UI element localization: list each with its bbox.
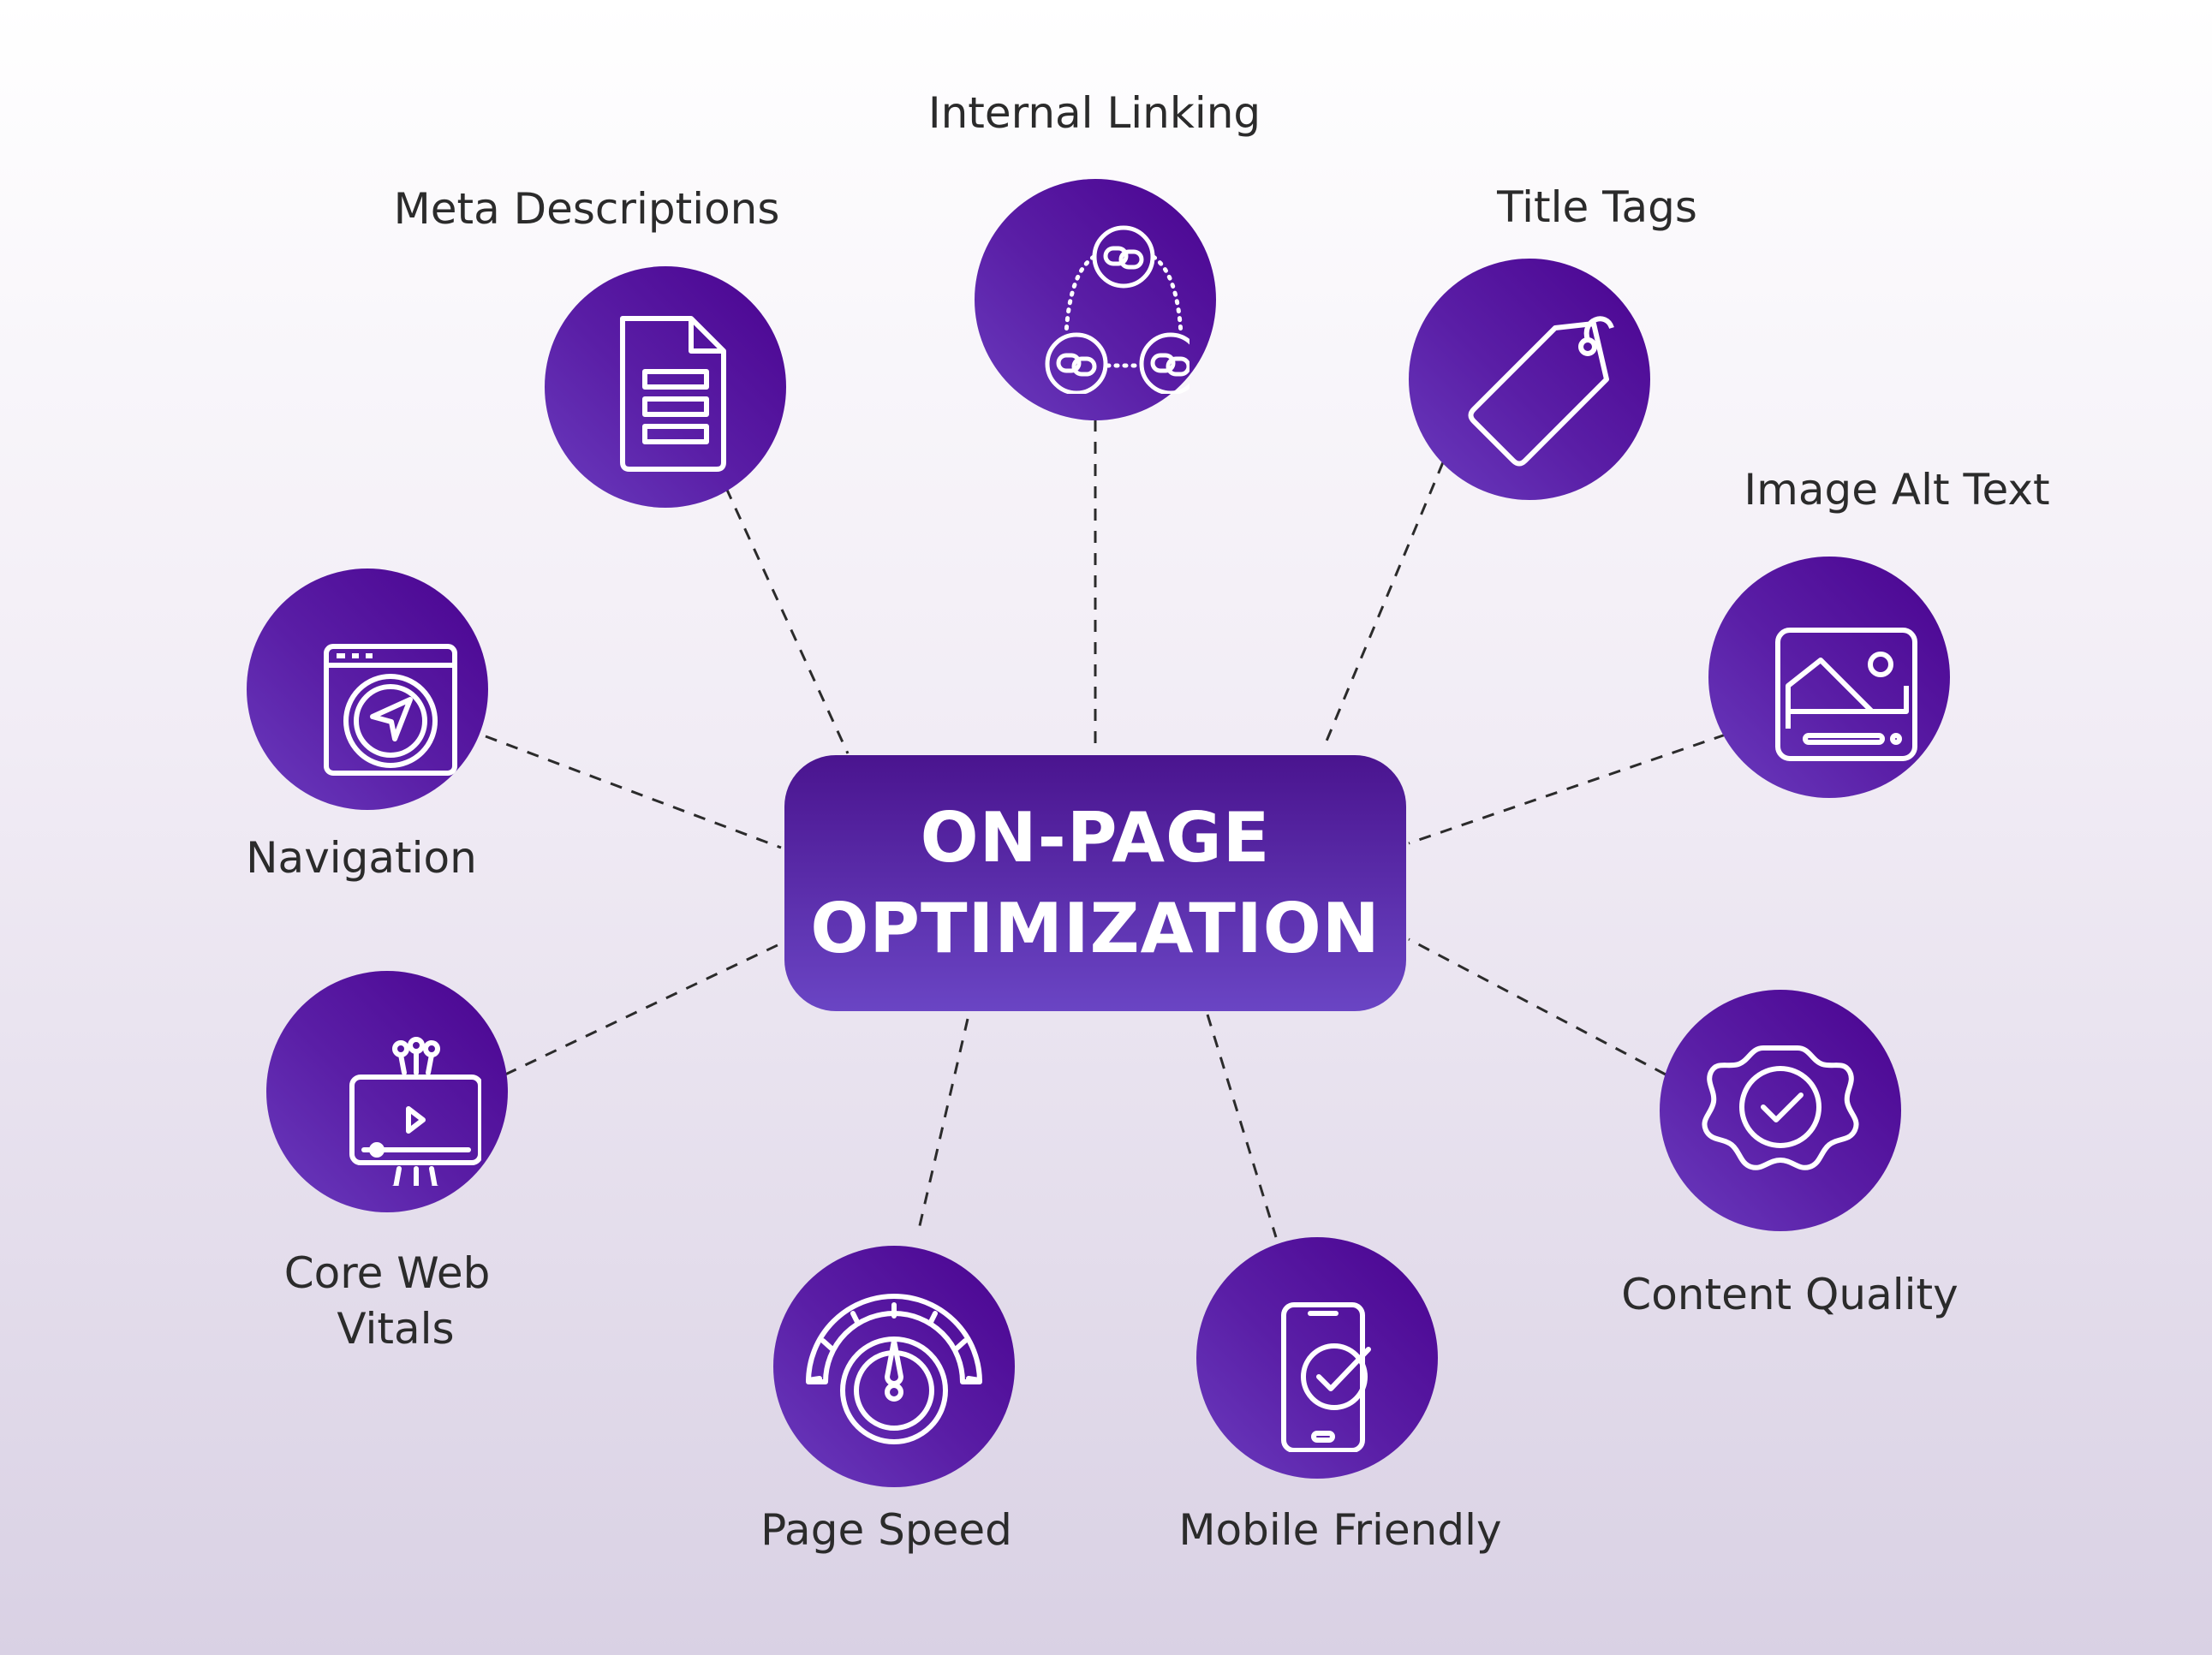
image-icon: [1775, 628, 1917, 761]
label-mobile-friendly: Mobile Friendly: [1178, 1505, 1502, 1555]
navigation-browser-icon: [324, 644, 457, 776]
node-navigation: [247, 569, 488, 810]
label-internal-linking: Internal Linking: [927, 88, 1261, 138]
video-player-icon: [349, 1037, 481, 1186]
connector-page-speed: [916, 1018, 969, 1234]
node-content-quality: [1660, 990, 1901, 1231]
node-page-speed: [773, 1246, 1015, 1487]
hub-title-line1: ON-PAGE: [920, 797, 1271, 878]
label-meta-descriptions: Meta Descriptions: [393, 184, 780, 234]
label-core-web-vitals-line1: Core Web: [283, 1248, 491, 1298]
quality-badge-icon: [1702, 1045, 1859, 1170]
hub-title-line2: OPTIMIZATION: [810, 888, 1380, 968]
speedometer-icon: [806, 1294, 982, 1444]
connector-meta-descriptions: [724, 487, 850, 754]
hub-on-page-optimization: ON-PAGE OPTIMIZATION: [784, 755, 1406, 1011]
label-navigation: Navigation: [246, 833, 477, 883]
label-content-quality: Content Quality: [1621, 1270, 1959, 1319]
label-core-web-vitals-line2: Vitals: [337, 1304, 455, 1354]
node-internal-linking: [975, 179, 1216, 420]
label-title-tags: Title Tags: [1497, 182, 1697, 232]
connector-mobile-friendly: [1206, 1014, 1278, 1238]
node-core-web-vitals: [266, 971, 508, 1212]
mobile-check-icon: [1281, 1302, 1371, 1452]
connector-core-web-vitals: [504, 942, 782, 1076]
document-icon: [620, 316, 726, 472]
label-page-speed: Page Speed: [760, 1505, 1012, 1555]
connector-navigation: [485, 735, 782, 849]
label-image-alt-text: Image Alt Text: [1744, 465, 2050, 515]
node-title-tags: [1409, 259, 1650, 500]
node-meta-descriptions: [545, 266, 786, 508]
connector-image-alt-text: [1408, 733, 1726, 845]
connector-content-quality: [1408, 938, 1666, 1076]
node-mobile-friendly: [1196, 1237, 1438, 1479]
connector-title-tags: [1321, 461, 1445, 750]
chain-link-icon: [1045, 225, 1189, 394]
tag-icon: [1468, 316, 1614, 467]
node-image-alt-text: [1708, 557, 1950, 798]
